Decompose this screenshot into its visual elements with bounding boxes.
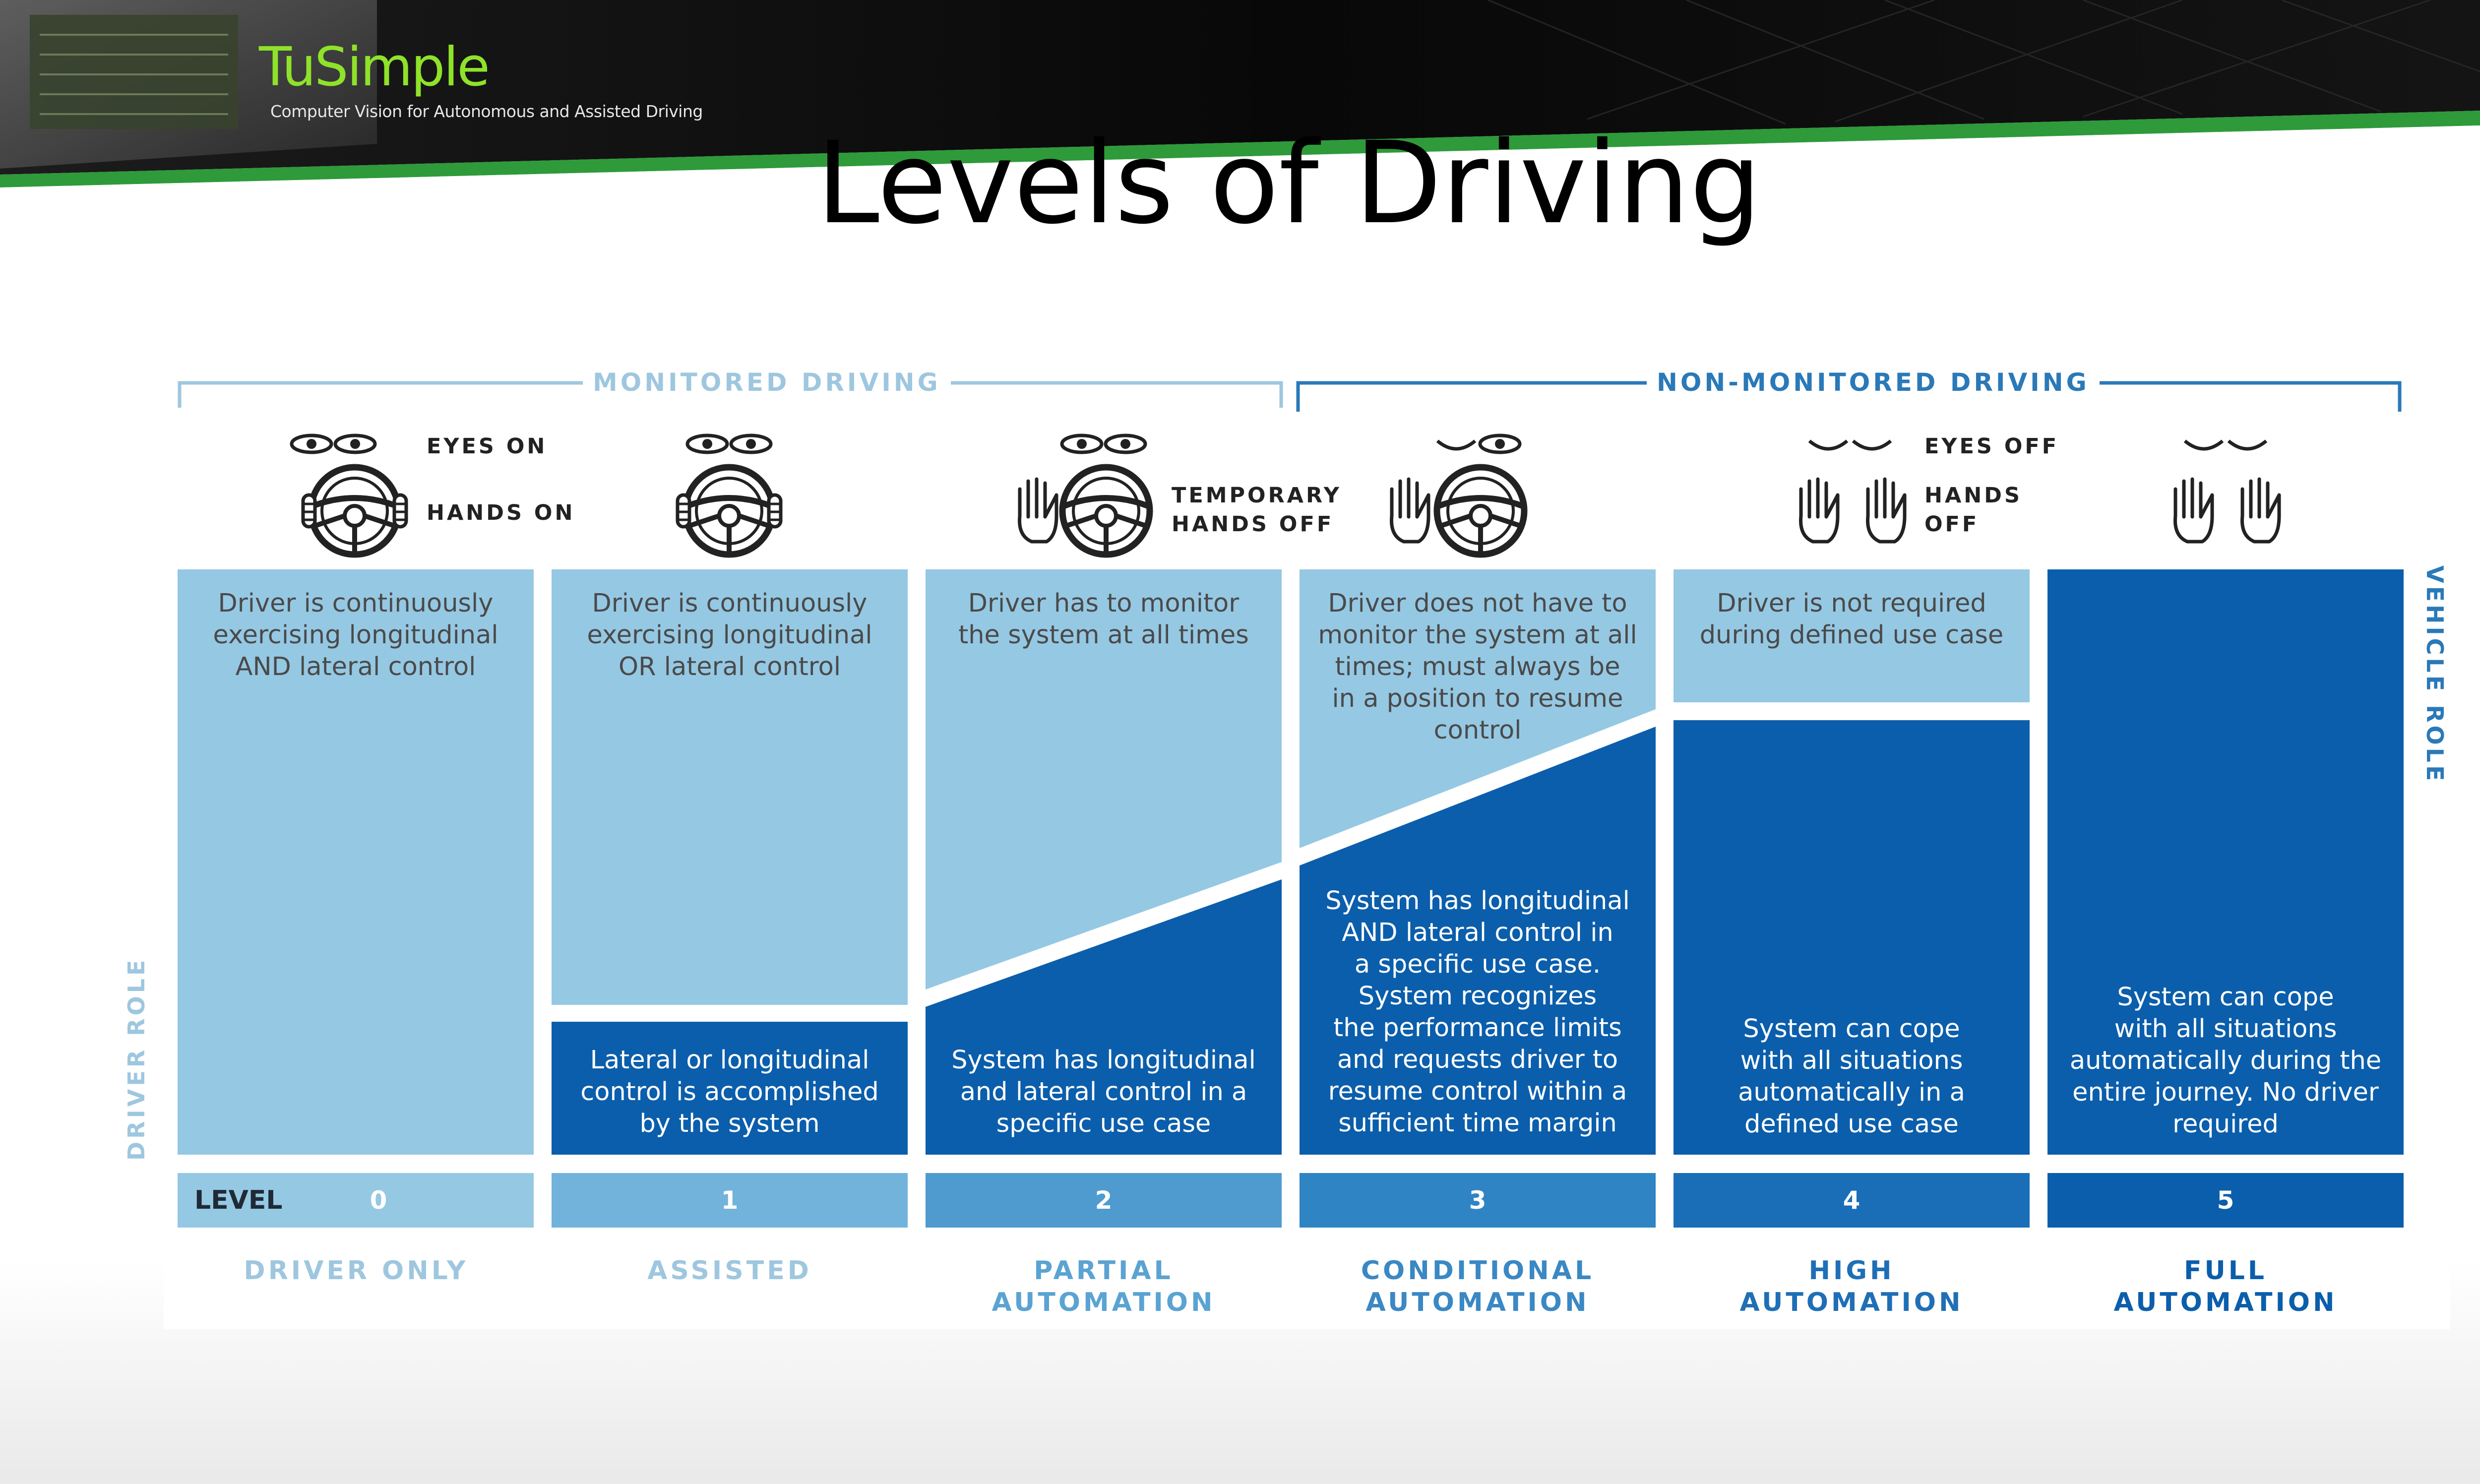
eyes-open-icon	[687, 435, 771, 452]
driver-role-block-2	[926, 569, 1282, 989]
level-bar-5	[2047, 1173, 2404, 1228]
indicator-temporary-hands-off: TEMPORARY HANDS OFF	[1172, 483, 1342, 537]
driver-role-axis-label: DRIVER ROLE	[123, 957, 150, 1161]
indicator-eyes-on: EYES ON	[427, 434, 548, 459]
steering-wheel-icon	[678, 467, 781, 555]
level-word-label: LEVEL	[194, 1185, 283, 1215]
indicator-eyes-off: EYES OFF	[1924, 434, 2059, 459]
group-label-monitored: MONITORED DRIVING	[583, 368, 951, 397]
raised-hands-icon	[1020, 479, 1057, 542]
indicator-hands-on: HANDS ON	[427, 500, 575, 525]
level-bar-3	[1300, 1173, 1656, 1228]
indicator-hands-off: HANDS OFF	[1924, 483, 2022, 537]
vehicle-role-block-1	[552, 1022, 908, 1155]
raised-hands-icon	[1801, 479, 1838, 542]
brand-logo-title: TuSimple	[259, 36, 490, 98]
level-name-0: DRIVER ONLY	[244, 1256, 469, 1286]
level-number-3: 3	[1469, 1186, 1487, 1215]
driver-role-block-0	[178, 569, 534, 1155]
vehicle-role-block-5	[2047, 569, 2404, 1155]
driver-role-block-3	[1300, 569, 1656, 848]
steering-wheel-icon	[303, 467, 406, 555]
group-label-non-monitored: NON-MONITORED DRIVING	[1647, 368, 2100, 397]
eye-closed-open-icon	[1437, 435, 1520, 452]
level-number-4: 4	[1843, 1186, 1860, 1215]
level-number-1: 1	[721, 1186, 739, 1215]
slide-title: Levels of Driving	[816, 117, 1762, 249]
eyes-open-icon	[1062, 435, 1145, 452]
grid-pattern	[1488, 0, 2480, 125]
level-bar-0	[178, 1173, 534, 1228]
raised-hands-icon	[1392, 479, 1429, 542]
level-number-0: 0	[370, 1186, 387, 1215]
vehicle-role-block-4	[1674, 720, 2030, 1155]
steering-wheel-icon	[1437, 467, 1524, 555]
header-banner	[0, 0, 2480, 188]
level-bar-2	[926, 1173, 1282, 1228]
level-number-5: 5	[2217, 1186, 2234, 1215]
eyes-closed-icon	[2185, 441, 2266, 449]
level-bar-4	[1674, 1173, 2030, 1228]
raised-hands-icon	[2175, 479, 2213, 542]
brand-logo-subtitle: Computer Vision for Autonomous and Assis…	[270, 102, 703, 121]
raised-hands-icon	[1868, 479, 1905, 542]
eyes-closed-icon	[1809, 441, 1891, 449]
driver-role-block-4	[1674, 569, 2030, 702]
level-number-2: 2	[1095, 1186, 1113, 1215]
level-bar-1	[552, 1173, 908, 1228]
raised-hands-icon	[2242, 479, 2280, 542]
eyes-open-icon	[292, 435, 375, 452]
driver-role-block-1	[552, 569, 908, 1005]
vehicle-role-block-2	[926, 879, 1282, 1155]
level-name-1: ASSISTED	[647, 1256, 812, 1286]
vehicle-role-block-3	[1300, 727, 1656, 1155]
vehicle-role-axis-label: VEHICLE ROLE	[2421, 565, 2448, 784]
steering-wheel-icon	[1062, 467, 1150, 555]
circuit-board-image	[0, 0, 377, 169]
